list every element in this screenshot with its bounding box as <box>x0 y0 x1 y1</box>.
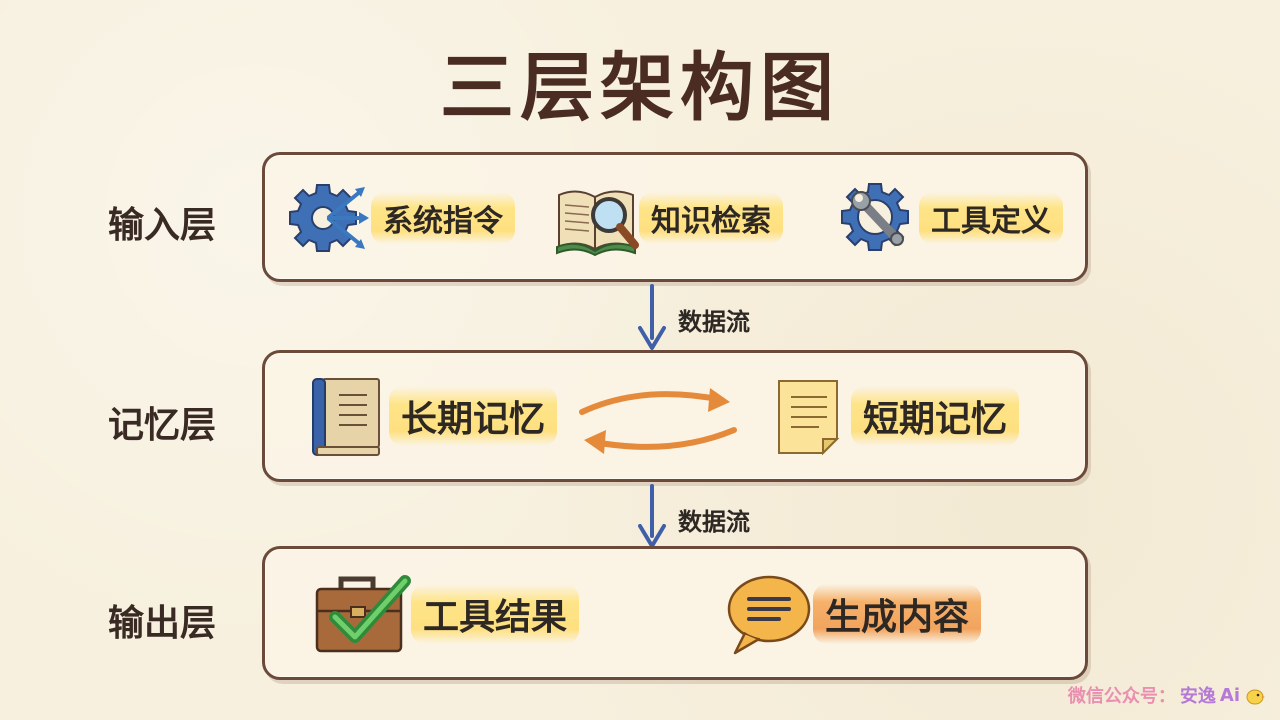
item-label-tool-result: 工具结果 <box>411 584 580 644</box>
diagram-title: 三层架构图 <box>440 45 840 131</box>
output-item-tool-result: 工具结果 <box>311 571 580 657</box>
toolbox-check-icon <box>315 575 411 653</box>
gear-arrows-icon <box>289 184 369 252</box>
item-label-long-term-memory: 长期记忆 <box>389 386 558 446</box>
layer-box-memory: 长期记忆 短期记忆 <box>262 350 1088 482</box>
layer-label-input: 输入层 <box>108 205 217 246</box>
layer-label-memory: 记忆层 <box>108 405 217 446</box>
book-icon <box>312 378 380 456</box>
gear-wrench-icon <box>841 183 909 251</box>
input-item-tool-definition: 工具定义 <box>833 175 1063 261</box>
swap-arrows-icon <box>579 388 737 454</box>
book-magnifier-icon <box>556 190 639 257</box>
item-label-tool-definition: 工具定义 <box>919 192 1063 244</box>
flow-arrow-2 <box>638 484 666 548</box>
memory-item-short-term: 短期记忆 <box>765 373 1020 459</box>
input-item-system-instruction: 系统指令 <box>285 175 515 261</box>
item-label-short-term-memory: 短期记忆 <box>851 386 1020 446</box>
watermark-name: 安逸 <box>1179 686 1216 707</box>
watermark: 微信公众号： 安逸 Ai <box>1068 682 1266 708</box>
item-label-generated-content: 生成内容 <box>813 584 982 644</box>
item-label-system-instruction: 系统指令 <box>371 192 515 244</box>
memory-item-long-term: 长期记忆 <box>303 373 558 459</box>
item-label-knowledge-retrieval: 知识检索 <box>639 192 783 244</box>
note-icon <box>778 380 840 456</box>
watermark-suffix: Ai <box>1219 684 1240 706</box>
chick-icon <box>1246 689 1265 705</box>
speech-bubble-icon <box>727 575 811 655</box>
layer-label-output: 输出层 <box>108 603 217 644</box>
output-item-generated-content: 生成内容 <box>723 571 982 657</box>
watermark-prefix: 微信公众号： <box>1067 686 1176 707</box>
layer-box-output: 工具结果 生成内容 <box>262 546 1088 680</box>
flow-label-2: 数据流 <box>678 508 750 536</box>
input-item-knowledge-retrieval: 知识检索 <box>553 175 783 261</box>
flow-arrow-1 <box>638 284 666 350</box>
layer-box-input: 系统指令 知识检索 工具定义 <box>262 152 1088 282</box>
flow-label-1: 数据流 <box>678 308 750 336</box>
